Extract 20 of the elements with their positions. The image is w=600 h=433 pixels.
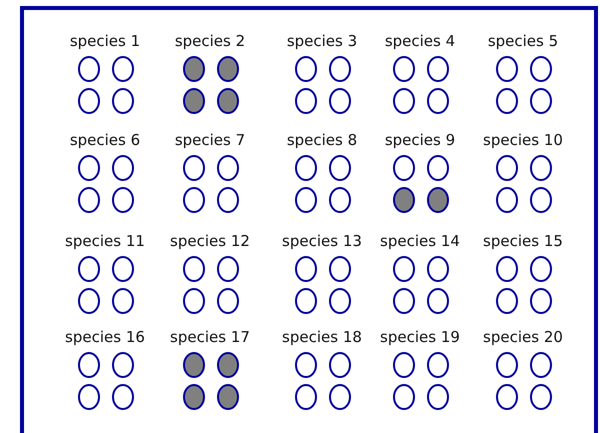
species-label: species 15	[483, 232, 563, 250]
species-label: species 10	[483, 131, 563, 149]
species-label: species 14	[380, 232, 460, 250]
species-label: species 7	[174, 131, 246, 149]
species-label: species 19	[380, 328, 460, 346]
species-label: species 8	[286, 131, 358, 149]
species-label: species 6	[70, 131, 140, 149]
species-label: species 20	[483, 328, 563, 346]
species-label: species 3	[286, 32, 358, 50]
species-label: species 13	[282, 232, 362, 250]
species-label: species 11	[65, 232, 145, 250]
species-label: species 5	[488, 32, 558, 50]
species-label: species 9	[384, 131, 456, 149]
species-label: species 17	[170, 328, 250, 346]
species-label: species 18	[282, 328, 362, 346]
species-label: species 4	[384, 32, 456, 50]
species-label: species 12	[170, 232, 250, 250]
species-label: species 2	[174, 32, 246, 50]
species-label: species 16	[65, 328, 145, 346]
species-label: species 1	[70, 32, 140, 50]
